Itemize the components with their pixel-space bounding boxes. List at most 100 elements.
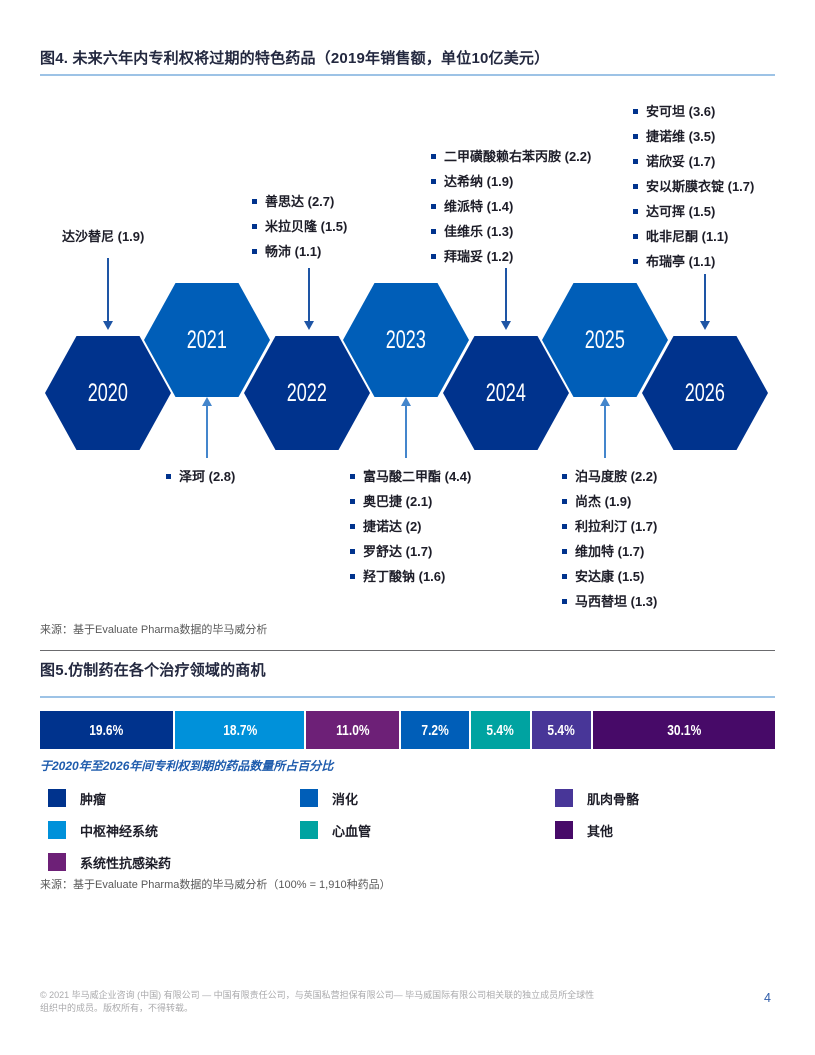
hexagon-2021: 2021 bbox=[144, 283, 270, 397]
bullet-icon bbox=[633, 259, 638, 264]
arrow-head bbox=[202, 397, 212, 406]
fig5-source: 来源：基于Evaluate Pharma数据的毕马威分析（100% = 1,91… bbox=[40, 879, 391, 891]
fig5-legend: 肿瘤消化肌肉骨骼中枢神经系统心血管其他系统性抗感染药 bbox=[48, 782, 768, 878]
hexagon-2026: 2026 bbox=[642, 336, 768, 450]
bullet-icon bbox=[252, 224, 257, 229]
drug-list-item: 达沙替尼 (1.9) bbox=[62, 228, 144, 253]
drug-name: 安可坦 (3.6) bbox=[646, 104, 716, 119]
legend-label: 系统性抗感染药 bbox=[80, 855, 172, 871]
drug-list-item: 安以斯膜衣锭 (1.7) bbox=[633, 178, 754, 203]
drug-list-item: 佳维乐 (1.3) bbox=[431, 223, 591, 248]
drug-list-2020: 达沙替尼 (1.9) bbox=[62, 228, 144, 253]
arrow-line bbox=[107, 258, 109, 322]
bar-segment-label: 5.4% bbox=[547, 721, 576, 739]
drug-name: 畅沛 (1.1) bbox=[265, 244, 322, 259]
drug-list-item: 安可坦 (3.6) bbox=[633, 103, 754, 128]
arrow-down-icon bbox=[501, 268, 511, 330]
bar-segment-label: 11.0% bbox=[336, 721, 370, 739]
bullet-icon bbox=[350, 524, 355, 529]
bullet-icon bbox=[633, 234, 638, 239]
drug-name: 捷诺达 (2) bbox=[363, 519, 422, 534]
legend-swatch bbox=[48, 821, 66, 839]
fig5-stacked-bar: 19.6%18.7%11.0%7.2%5.4%5.4%30.1% bbox=[40, 711, 775, 749]
bar-segment: 19.6% bbox=[40, 711, 174, 749]
drug-name: 尚杰 (1.9) bbox=[575, 494, 632, 509]
bullet-icon bbox=[431, 254, 436, 259]
drug-list-item: 安达康 (1.5) bbox=[562, 568, 657, 593]
arrow-down-icon bbox=[304, 268, 314, 330]
footer-copyright: © 2021 毕马威企业咨询 (中国) 有限公司 — 中国有限责任公司，与英国私… bbox=[40, 989, 640, 1015]
legend-item: 肌肉骨骼 bbox=[555, 789, 768, 808]
fig5-caption: 于2020年至2026年间专利权到期的药品数量所占百分比 bbox=[40, 759, 334, 773]
drug-name: 米拉贝隆 (1.5) bbox=[265, 219, 348, 234]
legend-label: 肿瘤 bbox=[80, 791, 107, 807]
drug-list-item: 畅沛 (1.1) bbox=[252, 243, 347, 268]
fig5-title-rule bbox=[40, 696, 775, 698]
bar-segment-label: 19.6% bbox=[89, 721, 124, 739]
legend-item: 系统性抗感染药 bbox=[48, 853, 300, 872]
arrow-line bbox=[505, 268, 507, 322]
bar-segment: 11.0% bbox=[306, 711, 400, 749]
drug-name: 善思达 (2.7) bbox=[265, 194, 335, 209]
fig4-source: 来源：基于Evaluate Pharma数据的毕马威分析 bbox=[40, 624, 268, 636]
drug-list-item: 拜瑞妥 (1.2) bbox=[431, 248, 591, 273]
drug-name: 拜瑞妥 (1.2) bbox=[444, 249, 514, 264]
bar-segment: 7.2% bbox=[401, 711, 469, 749]
bar-segment-label: 18.7% bbox=[222, 721, 257, 739]
legend-label: 中枢神经系统 bbox=[80, 823, 159, 839]
arrow-up-icon bbox=[600, 397, 610, 458]
bullet-icon bbox=[633, 159, 638, 164]
arrow-down-icon bbox=[700, 274, 710, 330]
hexagon-2023: 2023 bbox=[343, 283, 469, 397]
drug-name: 佳维乐 (1.3) bbox=[444, 224, 514, 239]
arrow-line bbox=[604, 405, 606, 458]
arrow-line bbox=[704, 274, 706, 322]
bar-segment-label: 7.2% bbox=[421, 721, 449, 739]
drug-list-item: 罗舒达 (1.7) bbox=[350, 543, 471, 568]
drug-name: 二甲磺酸赖右苯丙胺 (2.2) bbox=[444, 149, 592, 164]
drug-name: 羟丁酸钠 (1.6) bbox=[363, 569, 446, 584]
bullet-icon bbox=[562, 474, 567, 479]
bullet-icon bbox=[350, 499, 355, 504]
arrow-head bbox=[600, 397, 610, 406]
bar-segment: 18.7% bbox=[175, 711, 305, 749]
footer-copyright-line2: 组织中的成员。版权所有，不得转载。 bbox=[40, 1003, 194, 1013]
drug-name: 马西替坦 (1.3) bbox=[575, 594, 658, 609]
legend-swatch bbox=[300, 821, 318, 839]
bar-segment: 30.1% bbox=[593, 711, 775, 749]
bullet-icon bbox=[431, 179, 436, 184]
drug-list-2023: 富马酸二甲酯 (4.4)奥巴捷 (2.1)捷诺达 (2)罗舒达 (1.7)羟丁酸… bbox=[350, 468, 471, 593]
arrow-line bbox=[206, 405, 208, 458]
bullet-icon bbox=[562, 524, 567, 529]
bullet-icon bbox=[562, 549, 567, 554]
arrow-up-icon bbox=[401, 397, 411, 458]
drug-list-2022: 善思达 (2.7) 米拉贝隆 (1.5) 畅沛 (1.1) bbox=[252, 193, 347, 268]
drug-name: 达希纳 (1.9) bbox=[444, 174, 514, 189]
drug-list-2024: 二甲磺酸赖右苯丙胺 (2.2) 达希纳 (1.9) 维派特 (1.4) 佳维乐 (1.… bbox=[431, 148, 591, 273]
section-divider bbox=[40, 650, 775, 651]
drug-list-item: 捷诺维 (3.5) bbox=[633, 128, 754, 153]
drug-list-2025: 泊马度胺 (2.2)尚杰 (1.9)利拉利汀 (1.7)维加特 (1.7)安达康… bbox=[562, 468, 657, 618]
drug-name: 罗舒达 (1.7) bbox=[363, 544, 433, 559]
drug-name: 达可挥 (1.5) bbox=[646, 204, 716, 219]
drug-list-item: 善思达 (2.7) bbox=[252, 193, 347, 218]
legend-label: 心血管 bbox=[332, 823, 372, 839]
hexagon-2024: 2024 bbox=[443, 336, 569, 450]
drug-list-item: 泽珂 (2.8) bbox=[166, 468, 235, 493]
legend-swatch bbox=[555, 821, 573, 839]
legend-swatch bbox=[48, 853, 66, 871]
drug-name: 维派特 (1.4) bbox=[444, 199, 514, 214]
legend-label: 肌肉骨骼 bbox=[587, 791, 640, 807]
bullet-icon bbox=[633, 209, 638, 214]
drug-list-item: 富马酸二甲酯 (4.4) bbox=[350, 468, 471, 493]
drug-list-item: 二甲磺酸赖右苯丙胺 (2.2) bbox=[431, 148, 591, 173]
drug-name: 吡非尼酮 (1.1) bbox=[646, 229, 729, 244]
drug-name: 维加特 (1.7) bbox=[575, 544, 645, 559]
year-label: 2026 bbox=[684, 378, 726, 407]
drug-name: 布瑞亭 (1.1) bbox=[646, 254, 716, 269]
bullet-icon bbox=[562, 499, 567, 504]
arrow-head bbox=[304, 321, 314, 330]
drug-list-item: 诺欣妥 (1.7) bbox=[633, 153, 754, 178]
arrow-up-icon bbox=[202, 397, 212, 458]
